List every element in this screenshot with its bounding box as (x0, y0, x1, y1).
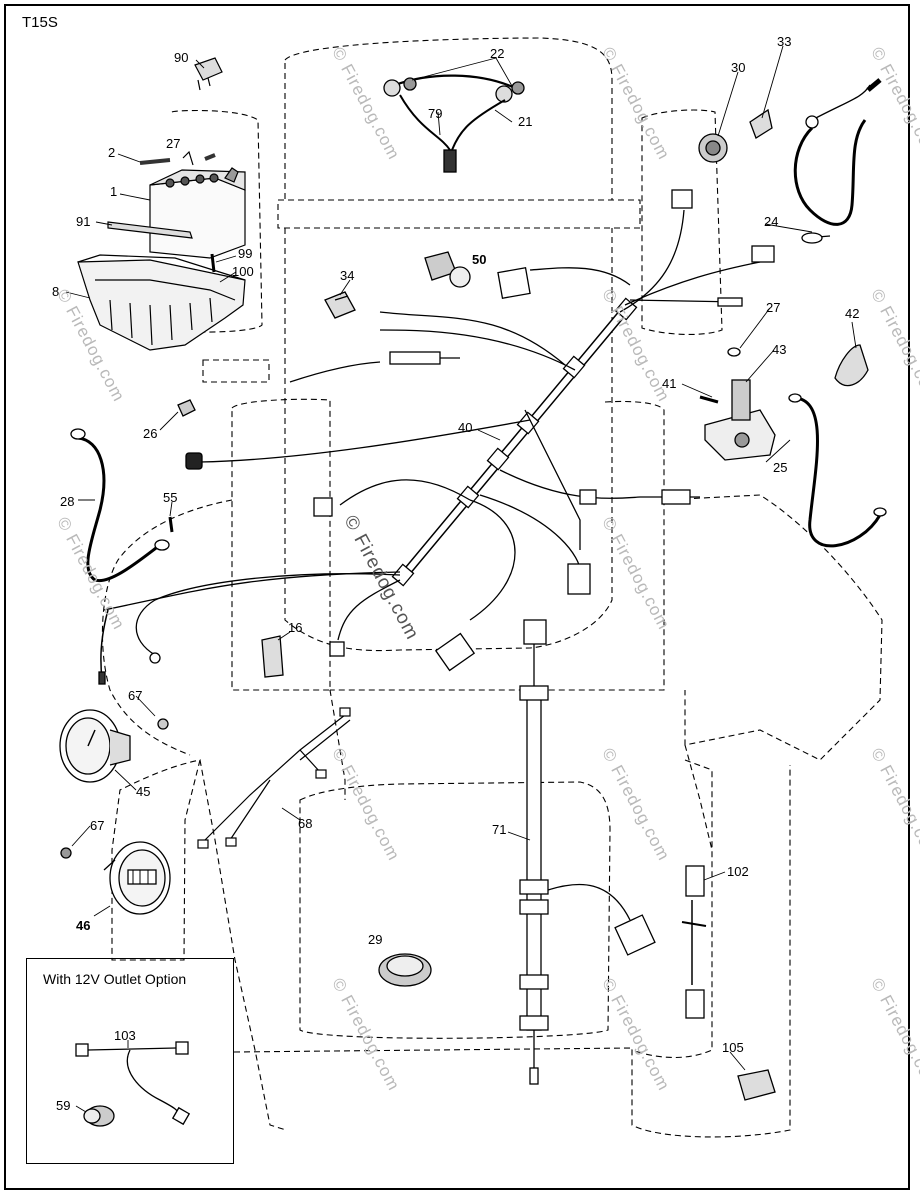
callout-46: 46 (76, 918, 90, 933)
callout-99: 99 (238, 246, 252, 261)
callout-103: 103 (114, 1028, 136, 1043)
headlight-harness (383, 74, 525, 173)
leader-lines (65, 45, 857, 1113)
callout-43: 43 (772, 342, 786, 357)
callout-30: 30 (731, 60, 745, 75)
solenoid-components (699, 344, 887, 548)
callout-29: 29 (368, 932, 382, 947)
callout-90: 90 (174, 50, 188, 65)
callout-labels: 90 22 30 33 27 2 79 21 1 91 99 100 8 34 … (52, 34, 859, 1113)
callout-16: 16 (288, 620, 302, 635)
callout-67: 67 (90, 818, 104, 833)
callout-22: 22 (490, 46, 504, 61)
inset-parts (75, 1041, 191, 1127)
callout-33: 33 (777, 34, 791, 49)
left-cables (70, 399, 401, 685)
harness-68 (197, 707, 351, 849)
callout-71: 71 (492, 822, 506, 837)
diagram-code: T15S (22, 14, 58, 31)
callout-41: 41 (662, 376, 676, 391)
main-harness (135, 189, 775, 672)
callout-42: 42 (845, 306, 859, 321)
callout-25: 25 (773, 460, 787, 475)
callout-28: 28 (60, 494, 74, 509)
harness-71 (519, 619, 656, 1085)
callout-68: 68 (298, 816, 312, 831)
ignition-components (698, 78, 882, 244)
callout-21: 21 (518, 114, 532, 129)
callout-24: 24 (764, 214, 778, 229)
inset-title: With 12V Outlet Option (43, 971, 187, 987)
switches (261, 251, 471, 678)
gauges (59, 709, 171, 915)
callout-67: 67 (128, 688, 142, 703)
chassis-outline (101, 37, 883, 1138)
misc-components (378, 865, 776, 1101)
callout-50: 50 (472, 252, 486, 267)
callout-59: 59 (56, 1098, 70, 1113)
callout-100: 100 (232, 264, 254, 279)
callout-26: 26 (143, 426, 157, 441)
callout-102: 102 (727, 864, 749, 879)
callout-91: 91 (76, 214, 90, 229)
callout-34: 34 (340, 268, 354, 283)
callout-55: 55 (163, 490, 177, 505)
callout-45: 45 (136, 784, 150, 799)
callout-1: 1 (110, 184, 117, 199)
12v-outlet-option-box: With 12V Outlet Option (26, 958, 234, 1164)
callout-8: 8 (52, 284, 59, 299)
callout-27: 27 (166, 136, 180, 151)
diagram-border (4, 4, 910, 1190)
callout-79: 79 (428, 106, 442, 121)
battery-assembly (77, 57, 246, 351)
callout-2: 2 (108, 145, 115, 160)
callout-105: 105 (722, 1040, 744, 1055)
callout-27: 27 (766, 300, 780, 315)
callout-40: 40 (458, 420, 472, 435)
